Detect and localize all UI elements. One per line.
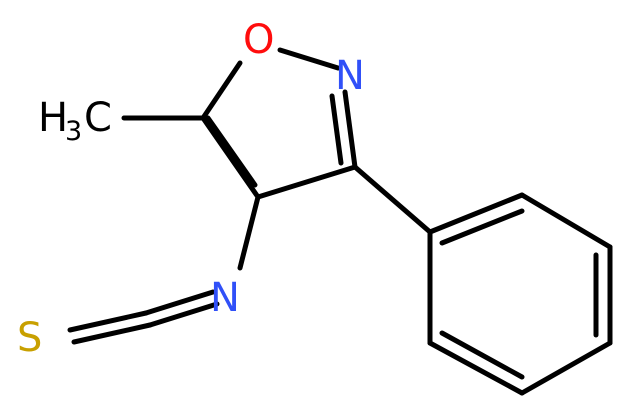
bond-c4-c5 [200, 115, 261, 200]
atom-nitrogen-nco: N [210, 275, 240, 321]
bond-n-c [143, 289, 216, 316]
bond-c5-o [200, 60, 243, 121]
bond-c4-n [237, 194, 261, 271]
bond-ph-5 [427, 340, 525, 396]
bond-ph-4 [519, 340, 613, 396]
bond-o-n [277, 47, 341, 71]
methyl-c: C [84, 95, 112, 141]
bond-c3-phenyl [352, 164, 433, 235]
bond-c-s-double [71, 322, 153, 345]
atom-methyl: H 3 C [38, 95, 112, 147]
methyl-h: H [38, 95, 68, 141]
bond-n-c-double [147, 301, 220, 328]
bond-n-c3-double [329, 93, 344, 166]
bonds [67, 47, 613, 396]
bond-ph-1 [427, 192, 525, 235]
bond-ph-inner-1 [439, 208, 525, 246]
bond-ph-inner-3 [439, 330, 525, 380]
atom-sulfur: S [17, 315, 42, 361]
atom-oxygen: O [243, 17, 274, 63]
atom-nitrogen-ring: N [335, 53, 365, 99]
bond-c4-c5-double [205, 115, 258, 188]
bond-n-c3 [342, 89, 358, 170]
bond-c3-c4 [255, 164, 358, 200]
bond-c-s [67, 310, 149, 333]
bond-ph-2 [519, 192, 613, 250]
methyl-subscript: 3 [65, 116, 82, 147]
